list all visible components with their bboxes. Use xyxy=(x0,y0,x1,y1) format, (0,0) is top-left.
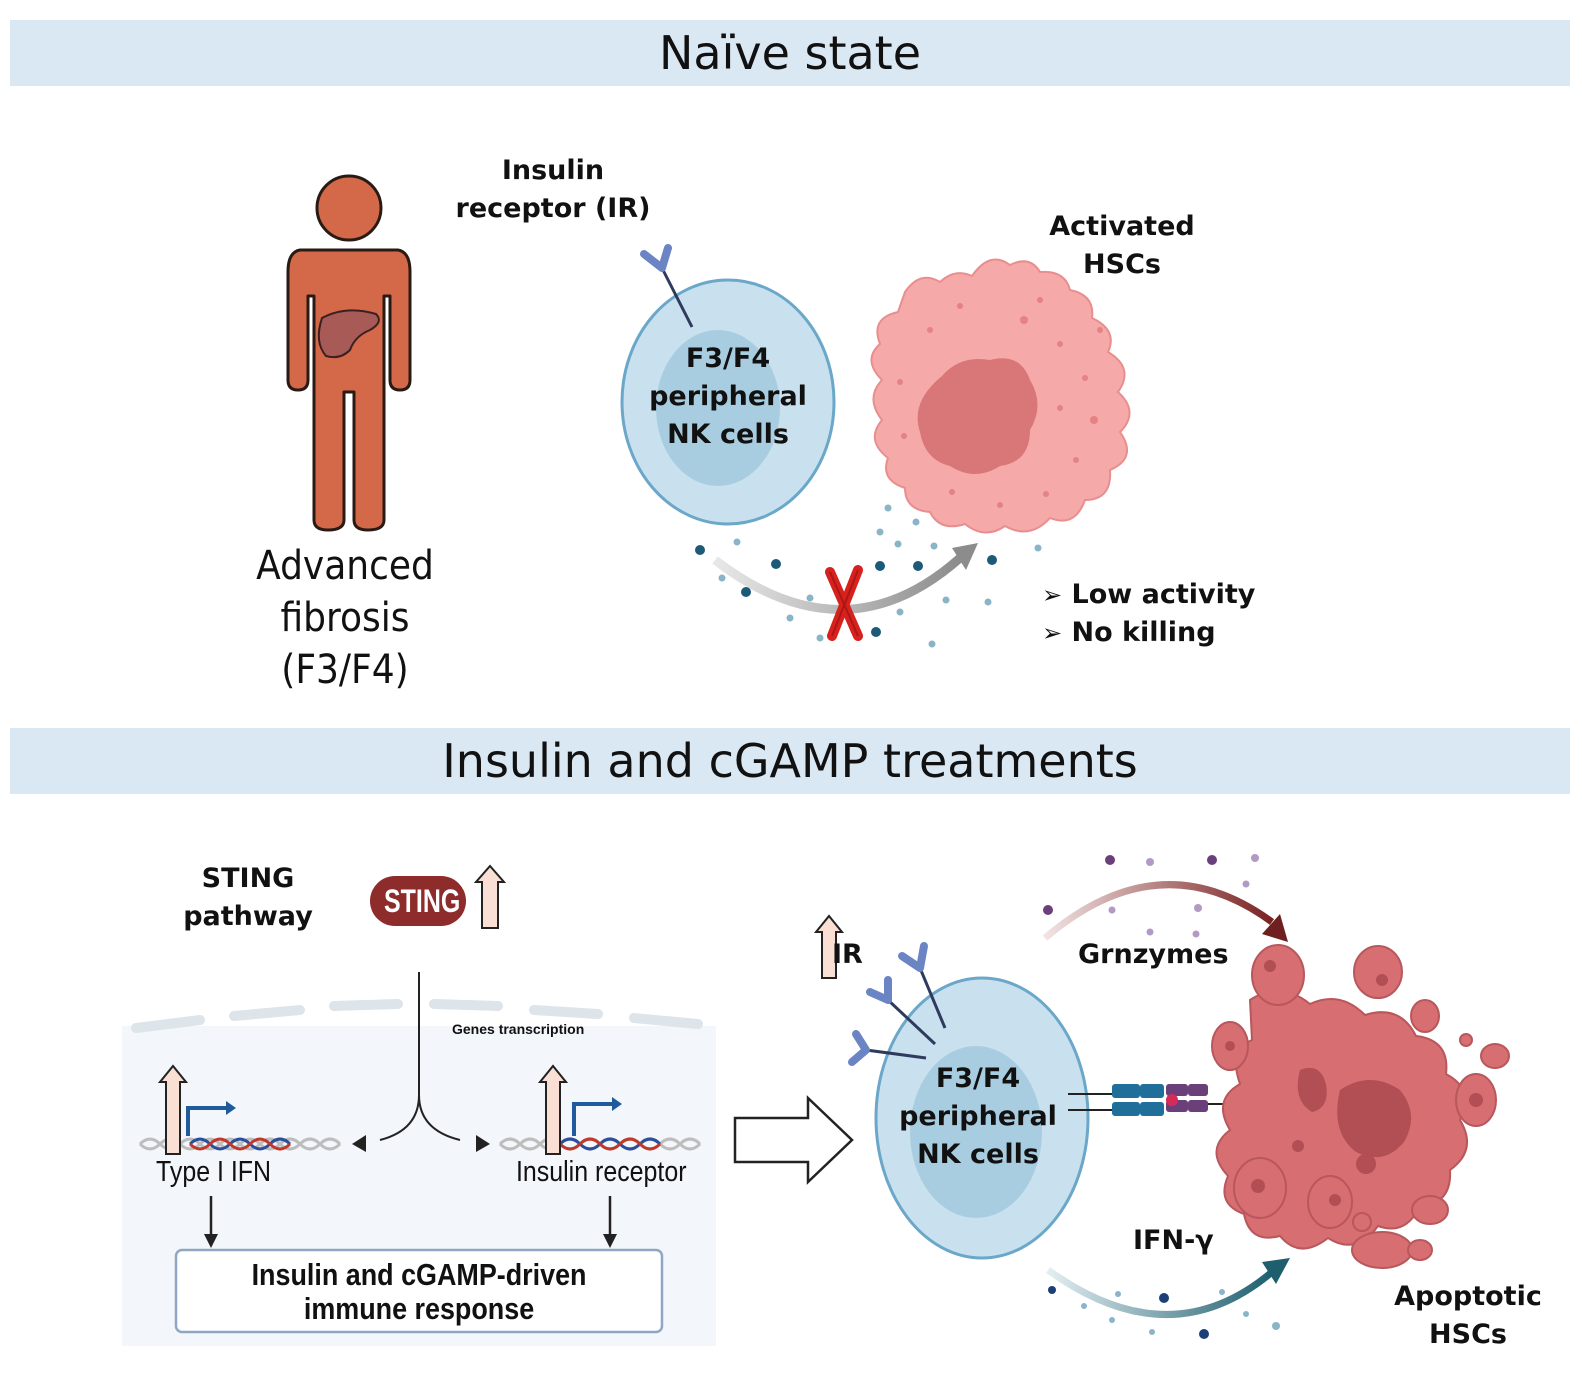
human-icon xyxy=(286,174,412,532)
up-arrow-icon xyxy=(473,864,507,929)
arrowhead-bullet-icon: ➢ xyxy=(1042,619,1063,647)
dna-left-icon xyxy=(138,1064,342,1155)
outcome-item: ➢ No killing xyxy=(1042,617,1216,648)
nk-cell-top xyxy=(620,244,836,526)
ir-label: IR xyxy=(832,939,863,970)
activated-hsc-label: Activated HSCs xyxy=(1049,211,1195,280)
insulin-receptor-label: Insulin receptor (IR) xyxy=(455,155,651,224)
ifn-gamma-arrow xyxy=(1045,1267,1275,1318)
promoter-arrow-right xyxy=(572,1102,614,1136)
granzymes-label: Grnzymes xyxy=(1078,939,1229,970)
sting-badge-label: STING xyxy=(384,883,461,919)
genes-transcription-label: Genes transcription xyxy=(452,1021,585,1037)
big-right-arrow xyxy=(733,1095,854,1185)
up-arrow-right-icon xyxy=(537,1064,569,1155)
cytokine-dots-top xyxy=(695,504,1042,648)
section-title-treatments: Insulin and cGAMP treatments xyxy=(10,728,1570,794)
up-arrow-left-icon xyxy=(157,1064,189,1155)
nk-cell-label-top: F3/F4 peripheral NK cells xyxy=(649,343,807,450)
liver-icon xyxy=(317,309,380,359)
synapse-receptors xyxy=(1068,1084,1232,1116)
nk-cell-bottom xyxy=(848,942,1090,1260)
up-arrow-ir-icon xyxy=(813,914,845,979)
sting-pathway-label: STING pathway xyxy=(183,863,313,932)
response-box xyxy=(174,1248,664,1334)
ifn-gamma-label: IFN-γ xyxy=(1133,1225,1214,1256)
gene-type-i-ifn-label: Type I IFN xyxy=(156,1156,272,1188)
signal-split-arrow xyxy=(379,972,461,1141)
granzyme-dots xyxy=(1043,854,1259,938)
activated-hsc-icon xyxy=(870,258,1131,534)
sting-badge xyxy=(370,876,466,926)
dna-right-icon xyxy=(498,1064,702,1155)
outcome-list: ➢ Low activity ➢ No killing xyxy=(1042,576,1255,652)
patient-label: Advanced fibrosis (F3/F4) xyxy=(256,543,434,693)
apoptotic-hsc-label: Apoptotic HSCs xyxy=(1394,1281,1542,1350)
insulin-receptor-icons xyxy=(848,942,947,1066)
apoptotic-hsc-icon xyxy=(1211,944,1510,1269)
outcome-item: ➢ Low activity xyxy=(1042,579,1256,610)
insulin-receptor-icon xyxy=(660,267,694,328)
x-mark-icon xyxy=(825,565,863,641)
promoter-arrow-left xyxy=(186,1106,228,1136)
section-title-naive: Naïve state xyxy=(10,20,1570,86)
nuclear-membrane xyxy=(131,999,703,1033)
immune-response-label: Insulin and cGAMP-driven immune response xyxy=(251,1257,587,1326)
arrowhead-bullet-icon: ➢ xyxy=(1042,581,1063,609)
granzymes-arrow xyxy=(1042,881,1275,941)
ifn-dots xyxy=(1048,1286,1280,1339)
gene-insulin-receptor-label: Insulin receptor xyxy=(516,1156,687,1188)
nk-cell-label-bottom: F3/F4 peripheral NK cells xyxy=(899,1063,1057,1170)
